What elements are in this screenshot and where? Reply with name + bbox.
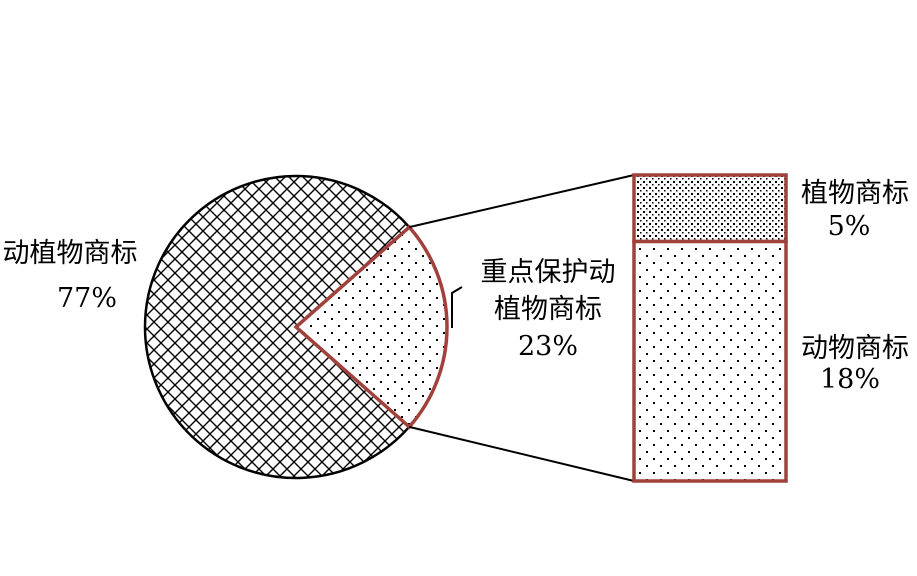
bar-segment-dongwu — [632, 239, 788, 483]
pie-label-major-name: 动植物商标 — [3, 238, 138, 269]
bar-label-dongwu-name: 动物商标 — [801, 333, 909, 364]
bar-label-dongwu-value: 18% — [820, 364, 880, 395]
bar-label-zhiwu-value: 5% — [828, 211, 871, 242]
pie-label-minor-name-line1: 重点保护动 — [481, 257, 616, 288]
label-leader-line — [451, 286, 463, 328]
connector-line-top — [409, 174, 635, 229]
bar-segment-zhiwu — [632, 173, 788, 244]
bar-label-zhiwu-name: 植物商标 — [801, 178, 909, 209]
pie-slice-zhongdian — [293, 224, 449, 430]
pie-slice-dongzhiwu — [143, 174, 412, 480]
pie-label-major-value: 77% — [57, 283, 117, 314]
connector-line-bottom — [409, 425, 635, 482]
pie-label-minor-value: 23% — [518, 331, 578, 362]
pie-label-minor-name-line2: 植物商标 — [494, 294, 602, 325]
